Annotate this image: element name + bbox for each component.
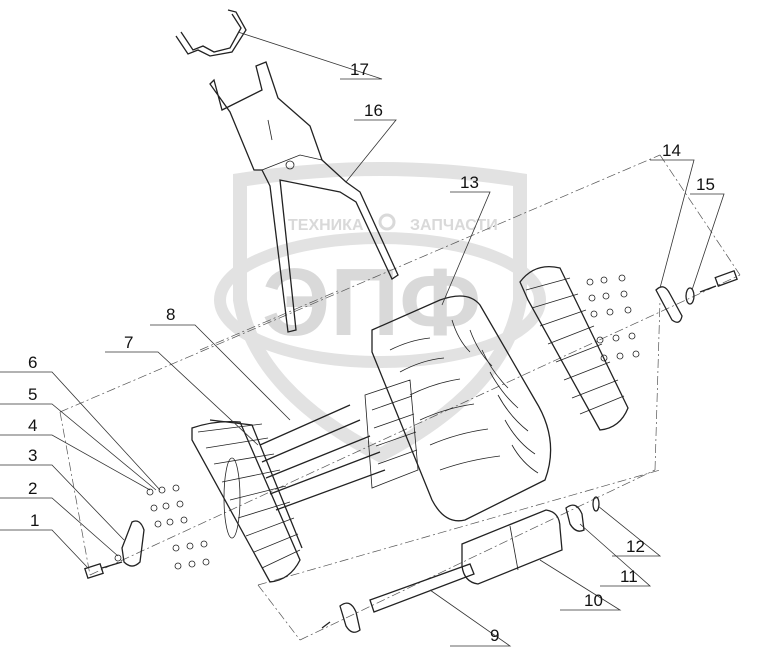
callout-16: 16: [364, 101, 383, 120]
part-3-cap: [114, 520, 145, 567]
callouts: 1 2 3 4 5 6 7 8 9 10 11 12 13 14 15 16 1…: [28, 60, 715, 645]
left-nuts: [146, 484, 210, 570]
watermark-right-text: ЗАПЧАСТИ: [410, 217, 498, 234]
part-1-bolt: [84, 561, 123, 580]
callout-8: 8: [166, 305, 175, 324]
right-nuts: [586, 274, 640, 362]
leader-lines: [0, 31, 725, 647]
callout-1: 1: [30, 511, 39, 530]
callout-13: 13: [460, 173, 479, 192]
watermark: ТЕХНИКА ЗАПЧАСТИ ЭПФ: [214, 162, 546, 463]
part-14-cap: [655, 286, 683, 323]
callout-12: 12: [626, 537, 645, 556]
part-rim-core: [364, 379, 419, 489]
right-wheel: [519, 265, 629, 431]
callout-2: 2: [28, 479, 37, 498]
callout-5: 5: [28, 385, 37, 404]
callout-17: 17: [350, 60, 369, 79]
left-wheel: [191, 419, 303, 583]
part-13-tire: [371, 295, 552, 522]
axis-lines: [59, 154, 741, 641]
gear-icon: [378, 213, 396, 231]
part-7-studs: [259, 404, 386, 511]
part-15-washer: [685, 269, 738, 305]
callout-4: 4: [28, 416, 37, 435]
part-16-handle: [209, 61, 399, 333]
part-17-clip: [175, 9, 247, 57]
part-11-bushing: [565, 504, 585, 532]
callout-6: 6: [28, 353, 37, 372]
callout-7: 7: [124, 333, 133, 352]
part-9-axle: [321, 563, 475, 633]
callout-14: 14: [662, 141, 681, 160]
callout-11: 11: [620, 567, 638, 586]
callout-15: 15: [696, 175, 715, 194]
watermark-left-text: ТЕХНИКА: [288, 217, 364, 234]
callout-10: 10: [584, 591, 603, 610]
part-12-ring: [592, 496, 600, 512]
callout-3: 3: [28, 446, 37, 465]
callout-9: 9: [490, 626, 499, 645]
part-10-sleeve: [461, 509, 563, 585]
